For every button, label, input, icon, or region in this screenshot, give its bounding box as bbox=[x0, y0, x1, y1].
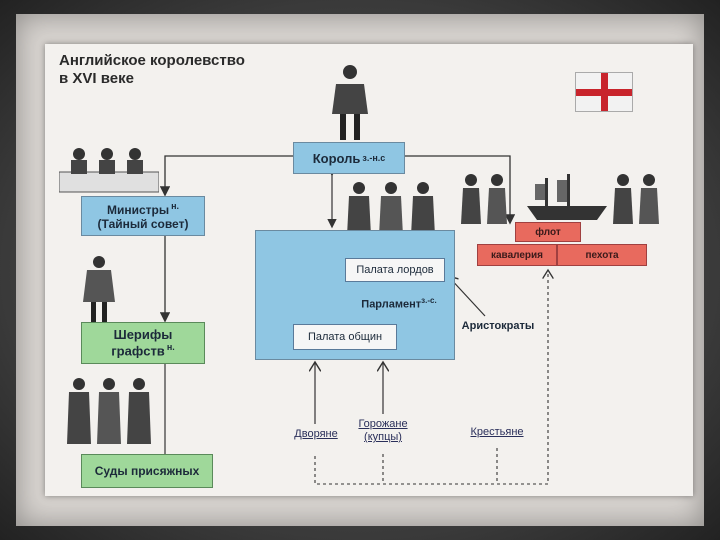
line-king-ministers bbox=[165, 156, 293, 194]
infantry-box: пехота bbox=[557, 244, 647, 266]
parliament-sup: з.-с. bbox=[421, 296, 437, 305]
title-line-2: в XVI веке bbox=[59, 70, 319, 88]
jury-courts-box: Суды присяжных bbox=[81, 454, 213, 488]
council-figures-icon bbox=[59, 142, 159, 194]
army-fleet-figures-icon bbox=[457, 170, 667, 226]
house-of-lords-label: Палата лордов bbox=[356, 264, 433, 276]
sheriff-figure-icon bbox=[81, 252, 125, 324]
house-of-commons-box: Палата общин bbox=[293, 324, 397, 350]
diagram-title: Английское королевство в XVI веке bbox=[59, 52, 319, 88]
ministers-label: Министры bbox=[107, 203, 169, 217]
king-label: Король bbox=[313, 151, 361, 166]
jury-figures-icon bbox=[65, 374, 155, 452]
peasants-label: Крестьяне bbox=[459, 426, 535, 439]
townspeople-sublabel: (купцы) bbox=[345, 431, 421, 444]
sheriffs-sublabel: графств bbox=[111, 344, 165, 359]
ministers-sublabel: (Тайный совет) bbox=[98, 217, 189, 231]
aristocrats-label: Аристократы bbox=[453, 320, 543, 333]
parliament-label: Парламентз.-с. bbox=[349, 294, 449, 312]
sheriffs-sup: н. bbox=[167, 342, 175, 352]
nobles-label: Дворяне bbox=[281, 428, 351, 441]
title-line-1: Английское королевство bbox=[59, 52, 319, 70]
infantry-label: пехота bbox=[585, 250, 618, 261]
fleet-label: флот bbox=[535, 227, 560, 238]
house-of-lords-box: Палата лордов bbox=[345, 258, 445, 282]
sheriffs-label: Шерифы bbox=[114, 327, 173, 342]
diagram-slide: Английское королевство в XVI веке bbox=[45, 44, 693, 496]
jury-courts-label: Суды присяжных bbox=[95, 464, 200, 478]
cavalry-box: кавалерия bbox=[477, 244, 557, 266]
townspeople-label: Горожане (купцы) bbox=[345, 418, 421, 444]
ministers-sup: н. bbox=[171, 201, 179, 211]
house-of-commons-label: Палата общин bbox=[308, 331, 382, 343]
cavalry-label: кавалерия bbox=[491, 250, 543, 261]
england-flag-icon bbox=[575, 72, 633, 112]
king-figure-icon bbox=[328, 58, 372, 142]
king-sup: з.-н.с bbox=[362, 153, 385, 163]
fleet-box: флот bbox=[515, 222, 581, 242]
